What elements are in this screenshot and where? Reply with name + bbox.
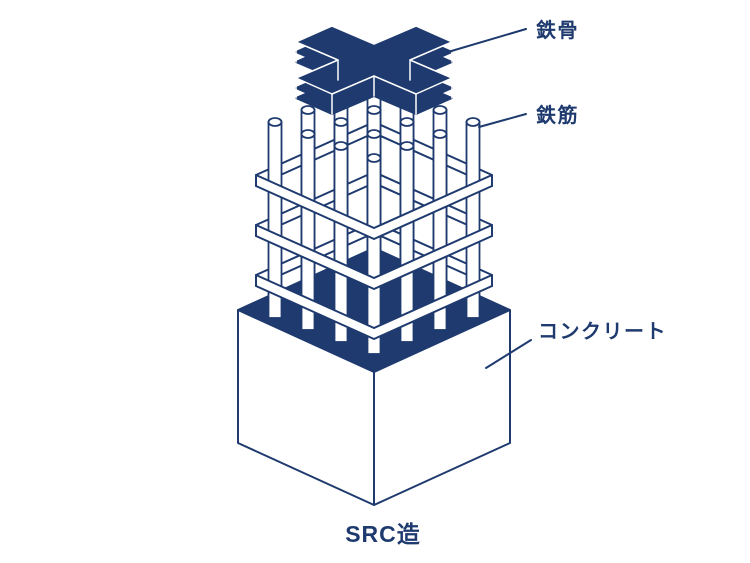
steel-frame-cross	[295, 25, 453, 115]
hoop-front	[255, 174, 493, 240]
hoop-ties-front	[255, 174, 493, 340]
rebar-label: 鉄筋	[536, 103, 579, 127]
rebar-leader-line	[478, 113, 527, 128]
concrete-leader-line	[485, 339, 532, 369]
rebar-rod	[399, 141, 415, 343]
hoop-front	[255, 224, 493, 290]
steel-frame-leader-line	[447, 28, 527, 53]
rebar-rod	[465, 117, 481, 319]
steel-frame-label: 鉄骨	[536, 18, 579, 42]
rebar-rods-front	[267, 117, 481, 355]
concrete-label: コンクリート	[538, 320, 667, 343]
steel-cross-vertical-edges	[295, 41, 453, 115]
cube-right-face	[373, 309, 511, 506]
rebar-rod	[333, 141, 349, 343]
rebar-rod	[432, 129, 448, 331]
hoop-front	[255, 274, 493, 340]
leader-lines	[447, 28, 532, 369]
rebar-rod	[267, 117, 283, 319]
rebar-rod	[366, 153, 382, 355]
rebar-rod	[300, 129, 316, 331]
diagram-title: SRC造	[345, 521, 421, 547]
